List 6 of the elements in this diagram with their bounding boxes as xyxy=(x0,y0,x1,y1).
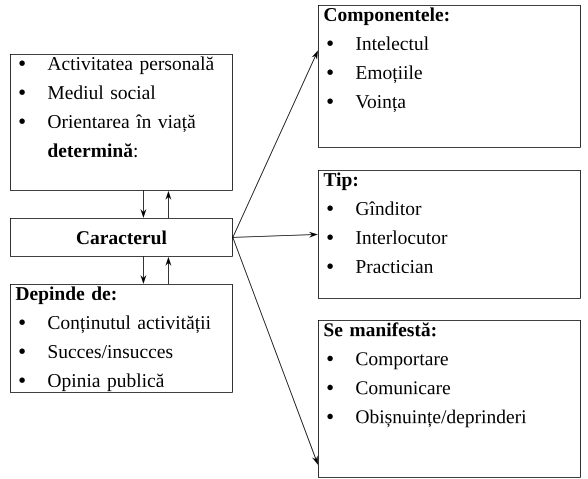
text-box: Componentele: Intelectul Emoțiile Voința xyxy=(318,5,581,148)
text-box: Depinde de: Conținutul activității Succes/insucces Opinia publică xyxy=(10,284,233,393)
text-box: Activitatea personală Mediul social Orientarea în viață determină: xyxy=(10,54,233,191)
text-box: Se manifestă: Comportare Comunicare Obișnuințe/deprinderi xyxy=(318,320,581,478)
text-box: Tip: Gînditor Interlocutor Practician xyxy=(318,170,581,299)
text-box: Caracterul xyxy=(10,218,233,257)
